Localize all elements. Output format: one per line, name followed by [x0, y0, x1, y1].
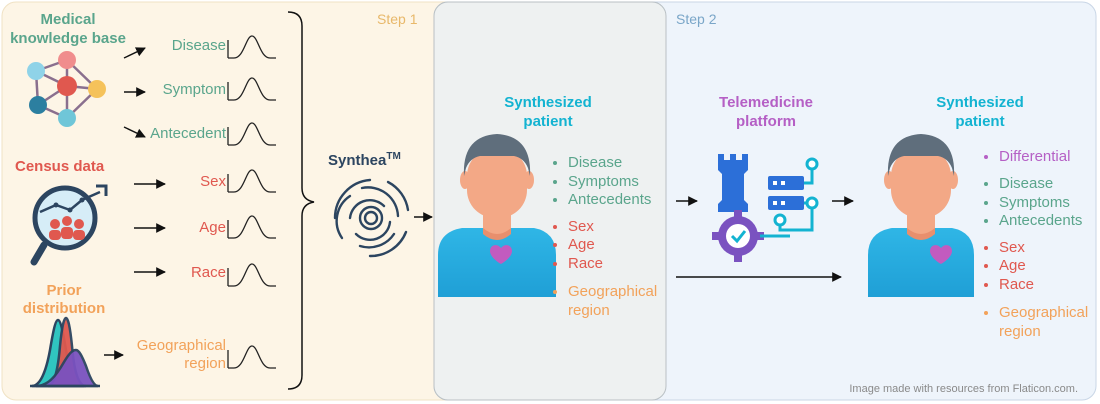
feature-geo-line2: region — [184, 355, 226, 372]
patient1-symptoms: Symptoms — [568, 173, 639, 190]
step1-label: Step 1 — [377, 11, 418, 27]
patient2-race: Race — [999, 276, 1035, 293]
feature-disease: Disease — [171, 37, 226, 54]
medical-kb-title-line2: knowledge base — [10, 30, 126, 47]
patient2-sex: Sex — [999, 239, 1025, 256]
patient2-antecedents: Antecedents — [999, 212, 1083, 229]
medical-kb-title-line1: Medical — [40, 11, 96, 28]
bell-curve-symptom — [227, 77, 276, 101]
prior-title-line2: distribution — [22, 300, 106, 317]
patient1-race: Race — [568, 255, 604, 272]
patient1-geo-line1: Geographical — [568, 283, 658, 300]
platform-title-line2: platform — [736, 113, 796, 130]
bullet — [984, 201, 988, 205]
bullet — [553, 180, 557, 184]
patient1-title-line1: Synthesized — [504, 94, 592, 111]
step2-label: Step 2 — [676, 11, 717, 27]
synthea-name: Synthea — [328, 152, 387, 169]
patient2-title-line1: Synthesized — [936, 94, 1024, 111]
patient1-sex: Sex — [568, 218, 594, 235]
patient1-title-line2: patient — [523, 113, 573, 130]
bullet — [553, 161, 557, 165]
patient2-symptoms: Symptoms — [999, 194, 1070, 211]
patient2-avatar-icon — [868, 134, 974, 297]
bullet — [984, 264, 988, 268]
patient2-geo-line2: region — [999, 323, 1041, 340]
telemedicine-platform-icon — [712, 154, 819, 262]
patient2-disease: Disease — [999, 175, 1054, 192]
patient2-geo-line1: Geographical — [999, 304, 1089, 321]
synthea-title: SyntheaTM — [328, 151, 401, 169]
flaticon-credit: Image made with resources from Flaticon.… — [849, 383, 1078, 395]
curly-brace — [287, 11, 315, 390]
bell-curve-antecedent — [227, 122, 276, 146]
bullet — [984, 311, 988, 315]
census-title: Census data — [15, 158, 105, 175]
distribution-icon — [30, 316, 100, 388]
patient1-antecedents: Antecedents — [568, 191, 652, 208]
patient1-age: Age — [568, 236, 595, 253]
feature-arrows — [104, 47, 166, 360]
bell-curve-disease — [227, 35, 276, 59]
bell-curve-age — [227, 215, 276, 239]
patient2-differential: Differential — [999, 148, 1071, 165]
census-magnifier-icon — [30, 184, 108, 266]
patient1-geo-line2: region — [568, 302, 610, 319]
patient1-panel — [433, 1, 667, 401]
bullet — [984, 246, 988, 250]
bell-curves — [227, 35, 276, 369]
bullet — [984, 155, 988, 159]
feature-symptom: Symptom — [162, 81, 226, 98]
prior-title-line1: Prior — [46, 282, 82, 299]
bullet — [984, 283, 988, 287]
flow-arrows — [414, 196, 854, 282]
bullet — [553, 225, 557, 229]
bell-curve-sex — [227, 169, 276, 193]
network-icon — [27, 51, 106, 127]
feature-race: Race — [190, 264, 226, 281]
bell-curve-geo — [227, 345, 276, 369]
bullet — [553, 290, 557, 294]
platform-title-line1: Telemedicine — [719, 94, 813, 111]
feature-sex: Sex — [200, 173, 226, 190]
patient1-disease: Disease — [568, 154, 623, 171]
bell-curve-race — [227, 263, 276, 287]
bullet — [553, 262, 557, 266]
bullet — [553, 243, 557, 247]
feature-geo-line1: Geographical — [136, 337, 226, 354]
synthea-trademark: TM — [386, 151, 401, 162]
patient2-title-line2: patient — [955, 113, 1005, 130]
feature-age: Age — [199, 219, 226, 236]
feature-antecedent: Antecedent — [150, 125, 226, 142]
bullet — [984, 219, 988, 223]
bullet — [553, 198, 557, 202]
synthea-logo-icon — [333, 178, 410, 258]
bullet — [984, 182, 988, 186]
patient1-avatar-icon — [438, 134, 556, 297]
patient2-age: Age — [999, 257, 1026, 274]
